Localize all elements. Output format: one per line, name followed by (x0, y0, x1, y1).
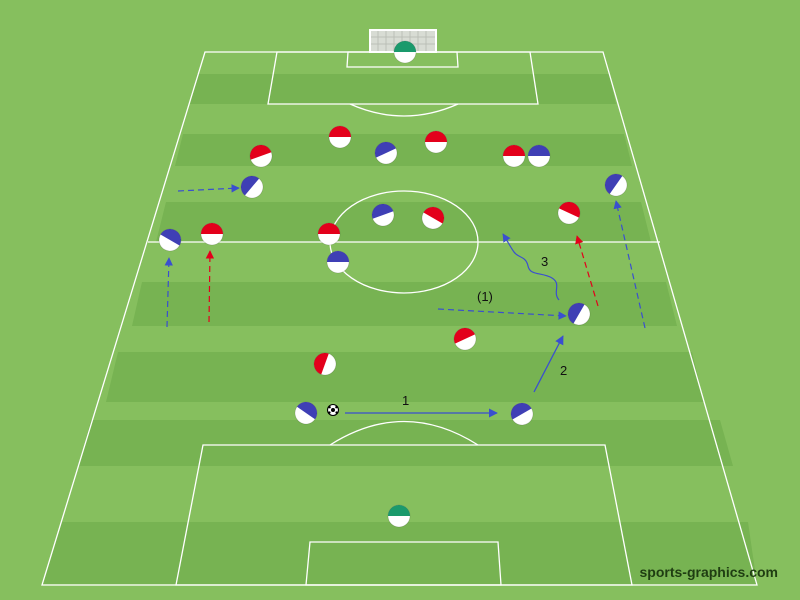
player-red-12 (557, 201, 581, 225)
player-red-6 (502, 144, 526, 168)
watermark: sports-graphics.com (639, 564, 778, 580)
arrows (164, 184, 646, 418)
run-arrow-left-wing (177, 184, 240, 193)
pitch-stripes (42, 74, 757, 584)
player-blue-16 (326, 250, 350, 274)
player-blue-13 (158, 228, 182, 252)
bottom-penalty-arc (329, 420, 479, 446)
player-red-14 (200, 222, 224, 246)
soccer-ball-icon (326, 403, 340, 417)
player-blue-9 (604, 173, 628, 197)
player-blue-17 (567, 302, 591, 326)
run-arrow-right-back (613, 200, 646, 329)
player-blue-7 (527, 144, 551, 168)
player-red-18 (453, 327, 477, 351)
player-blue-20 (294, 401, 318, 425)
player-red-2 (328, 125, 352, 149)
run-arrow-left-back (164, 257, 173, 328)
red-run-arrow-left (205, 250, 215, 323)
run-label-3: 3 (541, 254, 548, 269)
player-red-15 (317, 222, 341, 246)
pass-label-2: 2 (560, 363, 567, 378)
player-red-19 (313, 352, 337, 376)
dribble-arrow-3 (502, 233, 560, 301)
player-blue-10 (371, 203, 395, 227)
player-green-1 (393, 40, 417, 64)
player-red-4 (249, 144, 273, 168)
bottom-goal-area (305, 541, 502, 586)
run-arrow-alt (437, 308, 567, 320)
player-red-3 (424, 130, 448, 154)
pitch-lines (41, 51, 758, 586)
player-red-11 (421, 206, 445, 230)
players (158, 40, 628, 528)
player-blue-21 (510, 402, 534, 426)
red-run-arrow-right (575, 235, 599, 307)
run-label-alt: (1) (477, 289, 493, 304)
player-green-22 (387, 504, 411, 528)
top-penalty-arc (349, 103, 459, 117)
player-blue-8 (240, 175, 264, 199)
player-blue-5 (374, 141, 398, 165)
arrow-labels: 1 2 3 (1) (402, 254, 567, 408)
pass-label-1: 1 (402, 393, 409, 408)
pass-arrow-2 (533, 335, 564, 393)
bottom-penalty-area (175, 444, 633, 586)
